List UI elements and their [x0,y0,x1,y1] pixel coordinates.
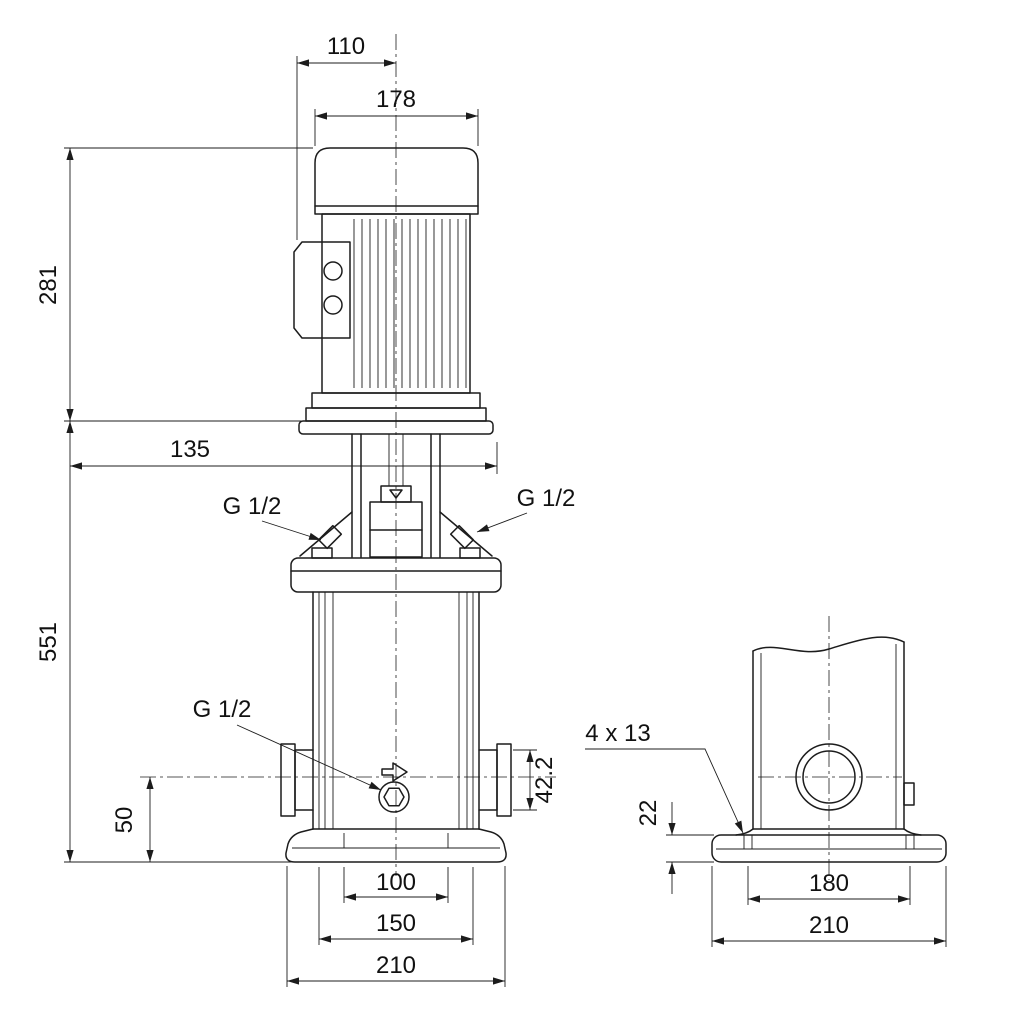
drain-plug-hex [383,787,405,807]
base-plate-side [711,834,947,863]
label-drain-plug: G 1/2 [193,696,382,791]
base-slots-label: 4 x 13 [585,720,650,747]
side-view [711,636,947,863]
dim-head-135: 135 [70,436,498,474]
dim-base-height-22: 22 [635,800,714,894]
base-outline [285,828,507,863]
port-left-flange [280,743,296,817]
suction-discharge-ports [280,743,512,817]
drain-plug-label: G 1/2 [193,696,252,723]
label-vent-plug-right: G 1/2 [476,485,576,533]
dim-port-center-50: 50 [111,777,154,862]
dim-base-inner-label: 100 [376,869,416,896]
dim-hole-span-180: 180 [747,866,911,905]
centerlines [140,34,902,880]
dim-hole-span-label: 180 [809,870,849,897]
dim-top-110-label: 110 [327,33,365,60]
fan-cover [314,147,479,215]
port-right-neck [478,749,498,811]
vent-plug-left-label: G 1/2 [223,493,282,520]
pump-head [290,420,502,593]
port-inner-circle [802,750,856,804]
dim-port-od-label: 42.2 [531,757,558,804]
shaft-center-mark [389,489,403,499]
port-left-neck [294,749,314,811]
sleeve-break-line [752,636,905,653]
terminal-box-gland-bottom [323,295,343,315]
base-front [285,828,507,863]
drain-plug [378,762,410,813]
pump-head-flange [290,557,502,593]
dim-head-label: 135 [170,436,210,463]
dim-port-od-42: 42.2 [513,749,558,811]
port-right-flange [496,743,512,817]
drain-plug-boss [378,781,410,813]
motor [293,147,487,422]
dim-base-width-front-label: 210 [376,952,416,979]
head-shoulder-left [299,511,353,557]
dim-motor-height-label: 281 [35,265,62,305]
dim-pump-height-label: 551 [35,622,62,662]
base-flare-left [735,828,754,836]
dim-base-height-label: 22 [635,800,662,827]
base-flare-right [903,828,922,836]
staybolt-nut-left [311,547,333,559]
dim-base-width-side-label: 210 [809,912,849,939]
dim-base-inner-100: 100 [343,867,449,903]
dim-base-holes-label: 150 [376,910,416,937]
dim-top-110: 110 [296,33,396,240]
dim-base-width-210-front: 210 [286,866,506,987]
dim-port-center-label: 50 [111,807,138,834]
port-outer-circle [795,743,863,811]
nameplate-clip [903,782,915,806]
staybolt-nut-right [459,547,481,559]
dim-base-width-210-side: 210 [711,866,947,947]
dim-motor-width-label: 178 [376,86,416,113]
terminal-box-gland-top [323,261,343,281]
dim-motor-height-281: 281 [35,147,313,422]
chamber-stack [312,591,480,830]
motor-cooling-fins [353,219,467,388]
dim-motor-width-178: 178 [314,86,479,146]
terminal-box [293,241,351,339]
dim-pump-height-551: 551 [35,421,298,863]
head-shoulder-right [439,511,493,557]
vent-plug-left-hex [317,524,343,550]
vent-plug-right-hex [449,524,475,550]
dim-base-holes-150: 150 [318,867,474,945]
vent-plug-right-label: G 1/2 [517,485,576,512]
label-base-slots: 4 x 13 [585,720,744,834]
motor-stool-plate [298,420,494,435]
flow-direction-arrow [381,762,408,782]
label-vent-plug-left: G 1/2 [223,493,322,541]
